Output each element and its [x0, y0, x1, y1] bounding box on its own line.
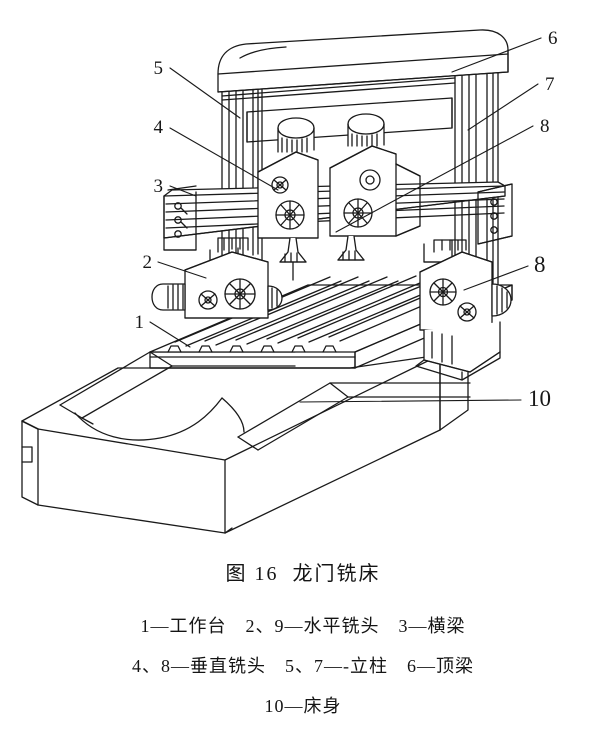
machine-bed: [21, 351, 471, 534]
figure-title: 图 16 龙门铣床: [225, 563, 381, 585]
gantry-milling-machine-drawing: 5 4 3 2 1 6 7 8 8 10: [21, 28, 558, 534]
leader-lines: [149, 37, 542, 403]
legend-line-1: 1—工作台 2、9—水平铣头 3—横梁: [140, 616, 466, 636]
callout-10: 10: [528, 386, 551, 411]
vertical-milling-head-left: [257, 117, 319, 281]
callout-6: 6: [548, 28, 558, 49]
callout-5: 5: [154, 58, 164, 79]
callout-labels: 5 4 3 2 1 6 7 8 8 10: [135, 28, 558, 411]
callout-3: 3: [154, 176, 164, 197]
callout-7: 7: [545, 74, 555, 95]
callout-4: 4: [154, 117, 164, 138]
callout-8-top: 8: [540, 116, 550, 137]
legend-line-3: 10—床身: [264, 696, 342, 716]
horizontal-milling-head-right: [415, 239, 512, 381]
top-beam: [217, 29, 509, 143]
callout-1: 1: [135, 312, 145, 333]
callout-8-right: 8: [534, 252, 546, 277]
vertical-milling-head-center: [329, 113, 421, 261]
horizontal-milling-head-left: [151, 237, 283, 319]
legend-line-2: 4、8—垂直铣头 5、7—-立柱 6—顶梁: [132, 656, 474, 676]
figure-caption-block: 图 16 龙门铣床 1—工作台 2、9—水平铣头 3—横梁 4、8—垂直铣头 5…: [0, 545, 606, 718]
callout-2: 2: [143, 252, 153, 273]
figure-illustration: 5 4 3 2 1 6 7 8 8 10: [21, 28, 558, 534]
